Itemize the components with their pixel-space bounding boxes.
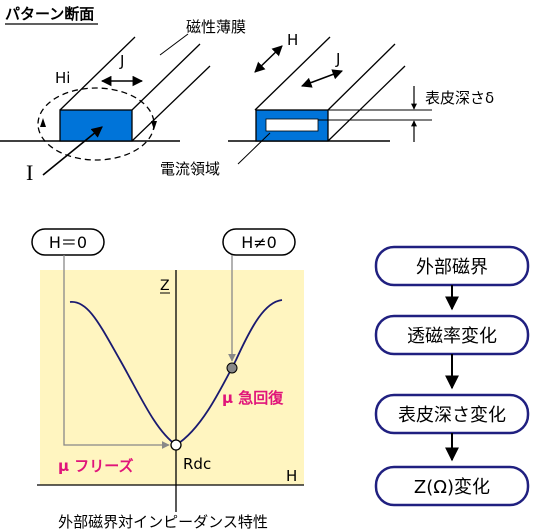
current-region-leader [237, 132, 271, 165]
film-edge-line-2 [131, 43, 201, 111]
label-mu-recover: μ 急回復 [222, 389, 284, 407]
label-j-left: J [119, 52, 124, 70]
label-hi: Hi [55, 69, 70, 87]
leader-h-equals-zero [63, 255, 170, 449]
film-edge-line-r3 [327, 65, 406, 142]
film-edge-line-r1 [254, 36, 331, 111]
section-title: パターン断面 [5, 5, 94, 23]
cross-section-right: H J 表皮深さδ 電流領域 [160, 31, 494, 178]
impedance-graph: Z H H＝0 H≠0 Rdc μ フリーズ μ 急回復 外部磁界対インピーダン… [31, 228, 304, 531]
current-arrow-i [42, 126, 103, 176]
axis-z-label: Z [160, 278, 170, 294]
flow-step-4 [374, 465, 530, 507]
flow-step-3-text: 表皮深さ変化 [398, 405, 506, 426]
flowchart: 外部磁界 透磁率変化 表皮深さ変化 Z(Ω)変化 [374, 245, 530, 507]
flow-step-1-text: 外部磁界 [416, 257, 488, 278]
flow-step-2-text: 透磁率変化 [407, 326, 497, 347]
label-current-i: I [26, 160, 33, 185]
current-free-core [265, 118, 319, 132]
hi-loop-arrow-right [151, 121, 157, 130]
label-current-region: 電流領域 [160, 160, 220, 178]
film-edge-line-3 [131, 65, 211, 142]
film-edge-line-r2 [327, 43, 396, 111]
label-h-right: H [287, 31, 298, 49]
graph-caption: 外部磁界対インピーダンス特性 [58, 513, 268, 531]
label-skin-depth: 表皮深さδ [425, 89, 494, 107]
label-mu-freeze: μ フリーズ [58, 457, 134, 475]
flow-step-4-text: Z(Ω)変化 [414, 477, 490, 498]
callout-h-not-zero-text: H≠0 [241, 233, 277, 252]
callout-h-equals-zero-text: H＝0 [49, 233, 87, 252]
hne0-point [226, 362, 238, 374]
magnetic-film-block [59, 109, 133, 142]
callout-h-equals-zero [31, 228, 105, 256]
label-j-right: J [335, 50, 340, 68]
label-magnetic-film: 磁性薄膜 [186, 18, 246, 36]
film-leader-line [159, 33, 189, 56]
axis-h-label: H [286, 467, 297, 485]
cross-section-left: パターン断面 磁性薄膜 Hi J I [0, 5, 246, 185]
film-edge-line-1 [59, 36, 136, 111]
j-arrow-right [301, 69, 343, 88]
plot-background [40, 270, 304, 485]
label-rdc: Rdc [183, 455, 211, 473]
hi-loop-arrow-left [40, 118, 46, 127]
callout-h-not-zero [222, 228, 296, 256]
rdc-point [170, 439, 182, 451]
h-arrow-diagonal [254, 45, 283, 73]
